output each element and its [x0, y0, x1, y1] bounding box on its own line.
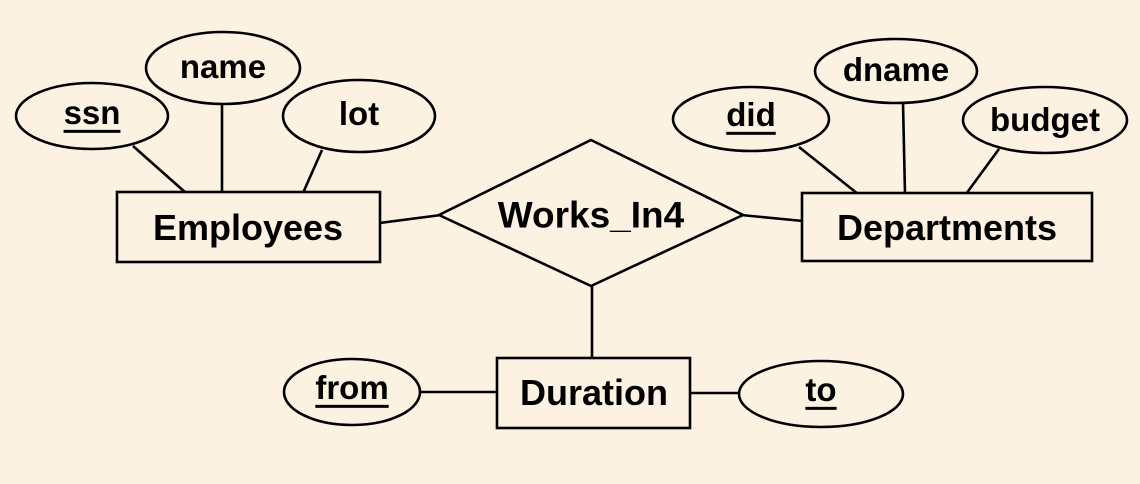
entity-box-departments: [800, 191, 1094, 263]
relationship-label-worksin4: Works_In4: [497, 194, 685, 236]
connector-dname-departments: [901, 102, 907, 195]
attribute-label-dname: dname: [842, 50, 950, 88]
attribute-label-name: name: [179, 47, 267, 85]
attribute-ellipse-lot: [281, 78, 437, 154]
attribute-ellipse-ssn: [14, 81, 170, 151]
attribute-ellipse-from: [282, 357, 422, 427]
attribute-label-ssn: ssn: [63, 93, 121, 131]
attribute-ellipse-did: [671, 85, 831, 153]
entity-label-employees: Employees: [152, 207, 344, 249]
connector-worksin4-departments: [740, 213, 804, 223]
attribute-ellipse-budget: [961, 85, 1129, 155]
attribute-label-budget: budget: [990, 100, 1100, 138]
connector-budget-departments: [964, 148, 1001, 195]
relationship-diamond-worksin4: [435, 138, 747, 288]
connector-lot-employees: [301, 149, 324, 194]
attribute-ellipse-dname: [813, 37, 979, 105]
attribute-label-did: did: [726, 95, 776, 133]
attribute-ellipse-to: [737, 359, 905, 429]
entity-box-employees: [115, 190, 382, 264]
entity-label-departments: Departments: [836, 207, 1058, 249]
entity-box-duration: [495, 356, 692, 430]
attribute-label-to: to: [805, 370, 837, 408]
attribute-ellipse-name: [144, 30, 302, 106]
entity-label-duration: Duration: [520, 372, 668, 414]
connector-ssn-employees: [132, 145, 187, 194]
connector-employees-worksin4: [379, 213, 442, 225]
attribute-label-from: from: [315, 368, 389, 406]
attribute-label-lot: lot: [338, 94, 380, 132]
connector-did-departments: [798, 145, 859, 196]
